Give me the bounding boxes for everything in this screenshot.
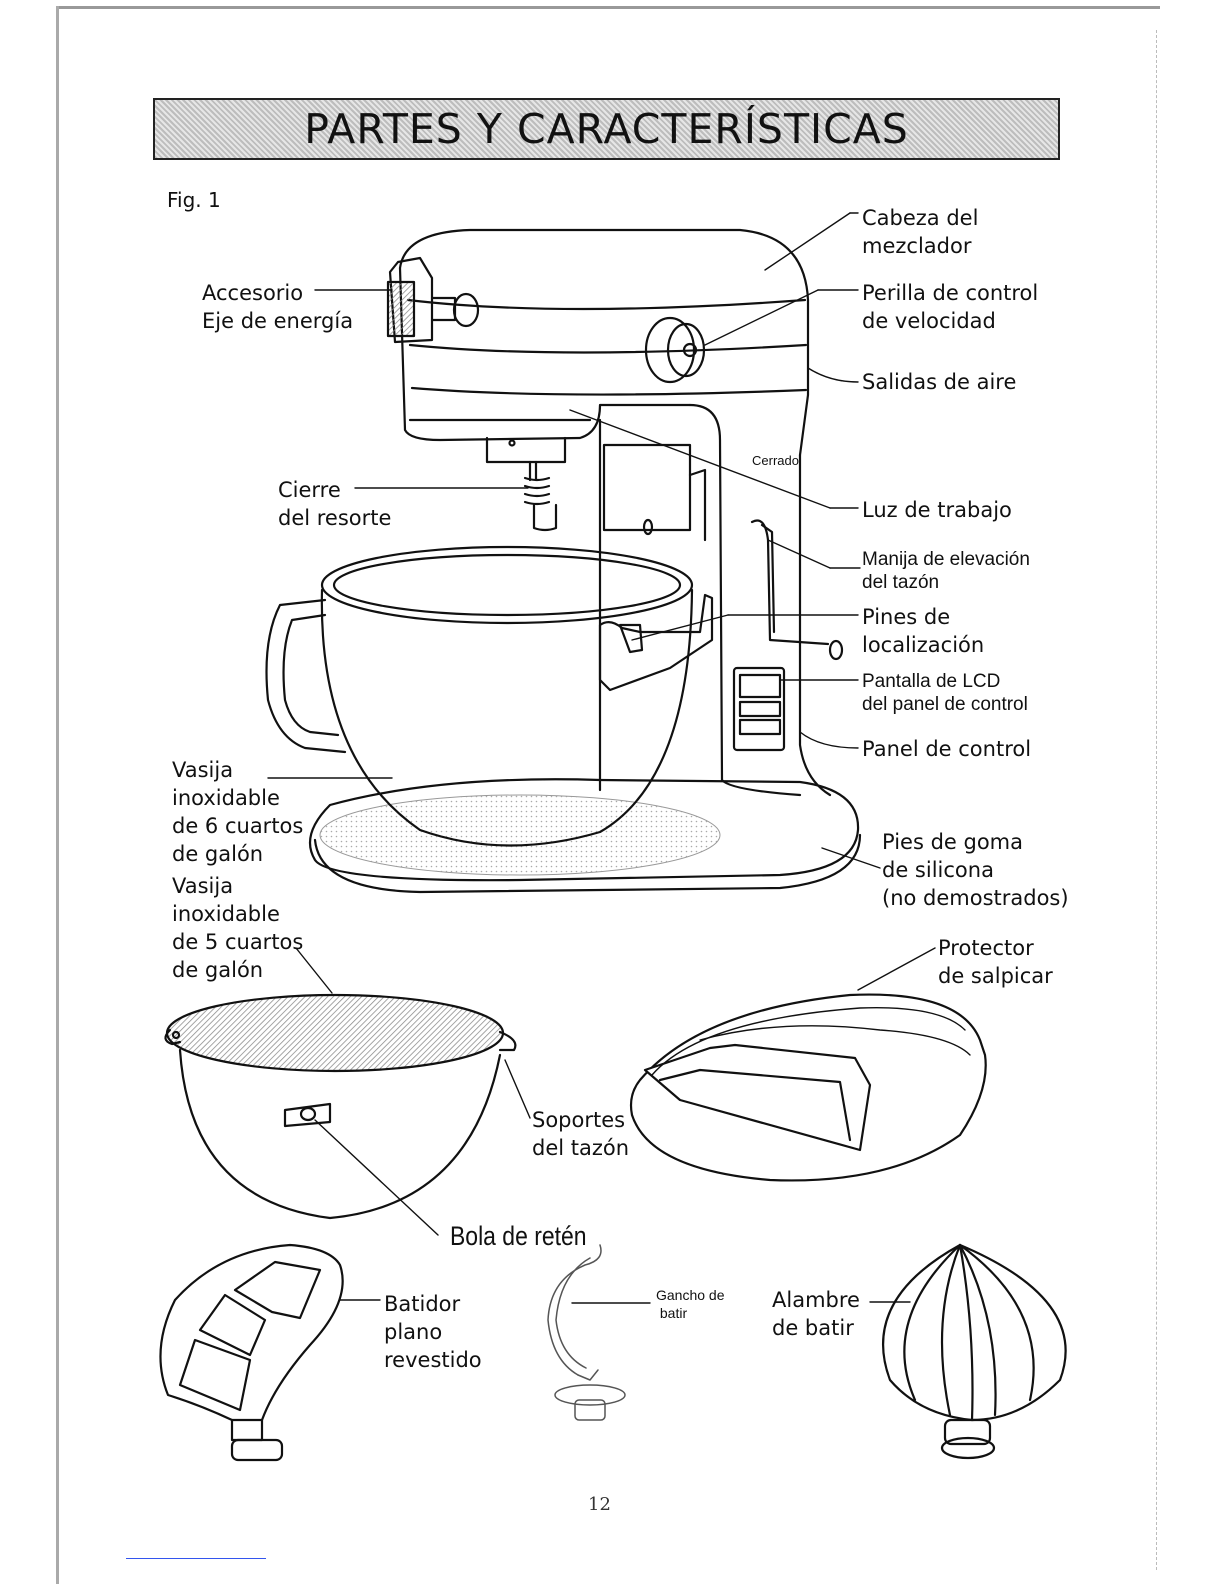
label-bowl-supports: Soportes del tazón	[532, 1108, 630, 1160]
bowl-support-arm	[598, 593, 714, 692]
cerrado-mark: Cerrado	[752, 453, 799, 468]
beater-shaft	[485, 436, 567, 532]
label-lcd-display: Pantalla de LCD del panel de control	[862, 671, 1028, 715]
page-number: 12	[588, 1494, 611, 1515]
mixer-column	[598, 403, 832, 797]
dough-hook	[547, 1244, 626, 1421]
page-border-top	[56, 6, 1160, 9]
label-wire-whip: Alambre de batir	[772, 1288, 860, 1340]
pouring-shield	[629, 993, 987, 1182]
mixer-head	[398, 228, 810, 457]
label-rubber-feet: Pies de goma de silicona (no demostrados…	[882, 830, 1069, 910]
mixer-base	[308, 778, 862, 894]
label-spring-lock: Cierre del resorte	[278, 478, 392, 530]
page-title: PARTES Y CARACTERÍSTICAS	[304, 105, 909, 153]
speed-control-knob	[644, 316, 706, 384]
page-border-left	[56, 6, 59, 1584]
page-border-right	[1156, 30, 1157, 1570]
label-pouring-shield: Protector de salpicar	[938, 936, 1053, 988]
label-control-panel: Panel de control	[862, 737, 1032, 761]
label-air-vents: Salidas de aire	[862, 370, 1017, 394]
mixing-bowl-6qt	[265, 545, 694, 847]
power-hub-attachment	[386, 256, 480, 344]
figure-label: Fig. 1	[167, 188, 221, 212]
label-flat-beater: Batidor plano revestido	[384, 1292, 482, 1372]
label-work-light: Luz de trabajo	[862, 498, 1012, 522]
bowl-lift-handle	[750, 519, 844, 661]
label-bowl-6qt: Vasija inoxidable de 6 cuartos de galón	[172, 758, 304, 866]
mixing-bowl-5qt	[164, 993, 517, 1220]
wire-whip	[882, 1243, 1067, 1460]
leader-lines	[267, 212, 936, 1304]
label-dough-hook: Gancho de batir	[656, 1287, 725, 1321]
title-banner: PARTES Y CARACTERÍSTICAS	[153, 98, 1060, 160]
label-power-hub: Accesorio Eje de energía	[202, 281, 354, 333]
footer-link-line	[126, 1558, 266, 1559]
flat-beater	[159, 1243, 344, 1462]
label-speed-control: Perilla de control de velocidad	[862, 281, 1039, 333]
label-bowl-lift-handle: Manija de elevación del tazón	[862, 549, 1030, 593]
label-locating-pins: Pines de localización	[862, 605, 985, 657]
control-panel	[732, 666, 786, 752]
label-retaining-ball: Bola de retén	[450, 1221, 587, 1251]
label-bowl-5qt: Vasija inoxidable de 5 cuartos de galón	[172, 874, 304, 982]
label-mixer-head: Cabeza del mezclador	[862, 206, 979, 258]
